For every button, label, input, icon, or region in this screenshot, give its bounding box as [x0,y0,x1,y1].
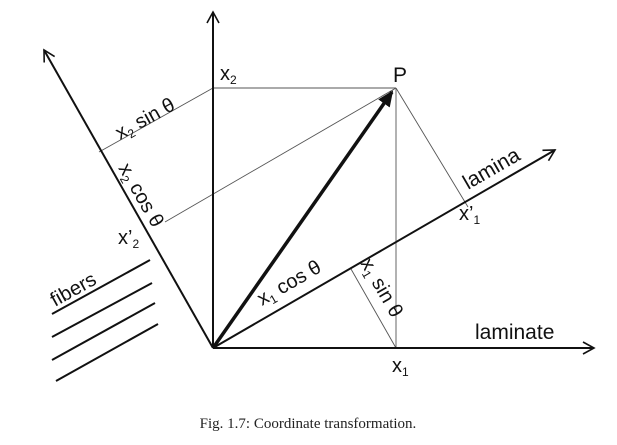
axes [43,10,596,355]
fiber-line [55,323,159,382]
p-to-x1prime-line [395,87,469,208]
x2-cos-theta-label: x2 cos θ [112,160,168,233]
x2-axis-label: x2 [220,63,237,87]
fiber-line [51,259,151,315]
x2prime-projection-line [164,87,397,223]
fibers-label: fibers [47,268,100,311]
x1-sin-projection-line [350,268,397,349]
fiber-line [51,282,153,338]
x2-sin-theta-label: x2 sin θ [112,94,180,146]
point-p-label: P [393,64,407,87]
lamina-axis [212,149,557,349]
figure-caption: Fig. 1.7: Coordinate transformation. [200,416,417,432]
x2-sin-projection-line [98,87,214,153]
x1-prime-label: x’1 [459,203,480,227]
x2-prime-label: x’2 [118,227,139,251]
x1-axis-label: x1 [392,355,409,379]
vector-op [211,90,394,350]
laminate-label: laminate [475,321,554,344]
x2-prime-axis [43,48,214,349]
fiber-line [51,302,156,361]
fiber-lines [51,259,159,382]
projection-lines [98,87,469,349]
